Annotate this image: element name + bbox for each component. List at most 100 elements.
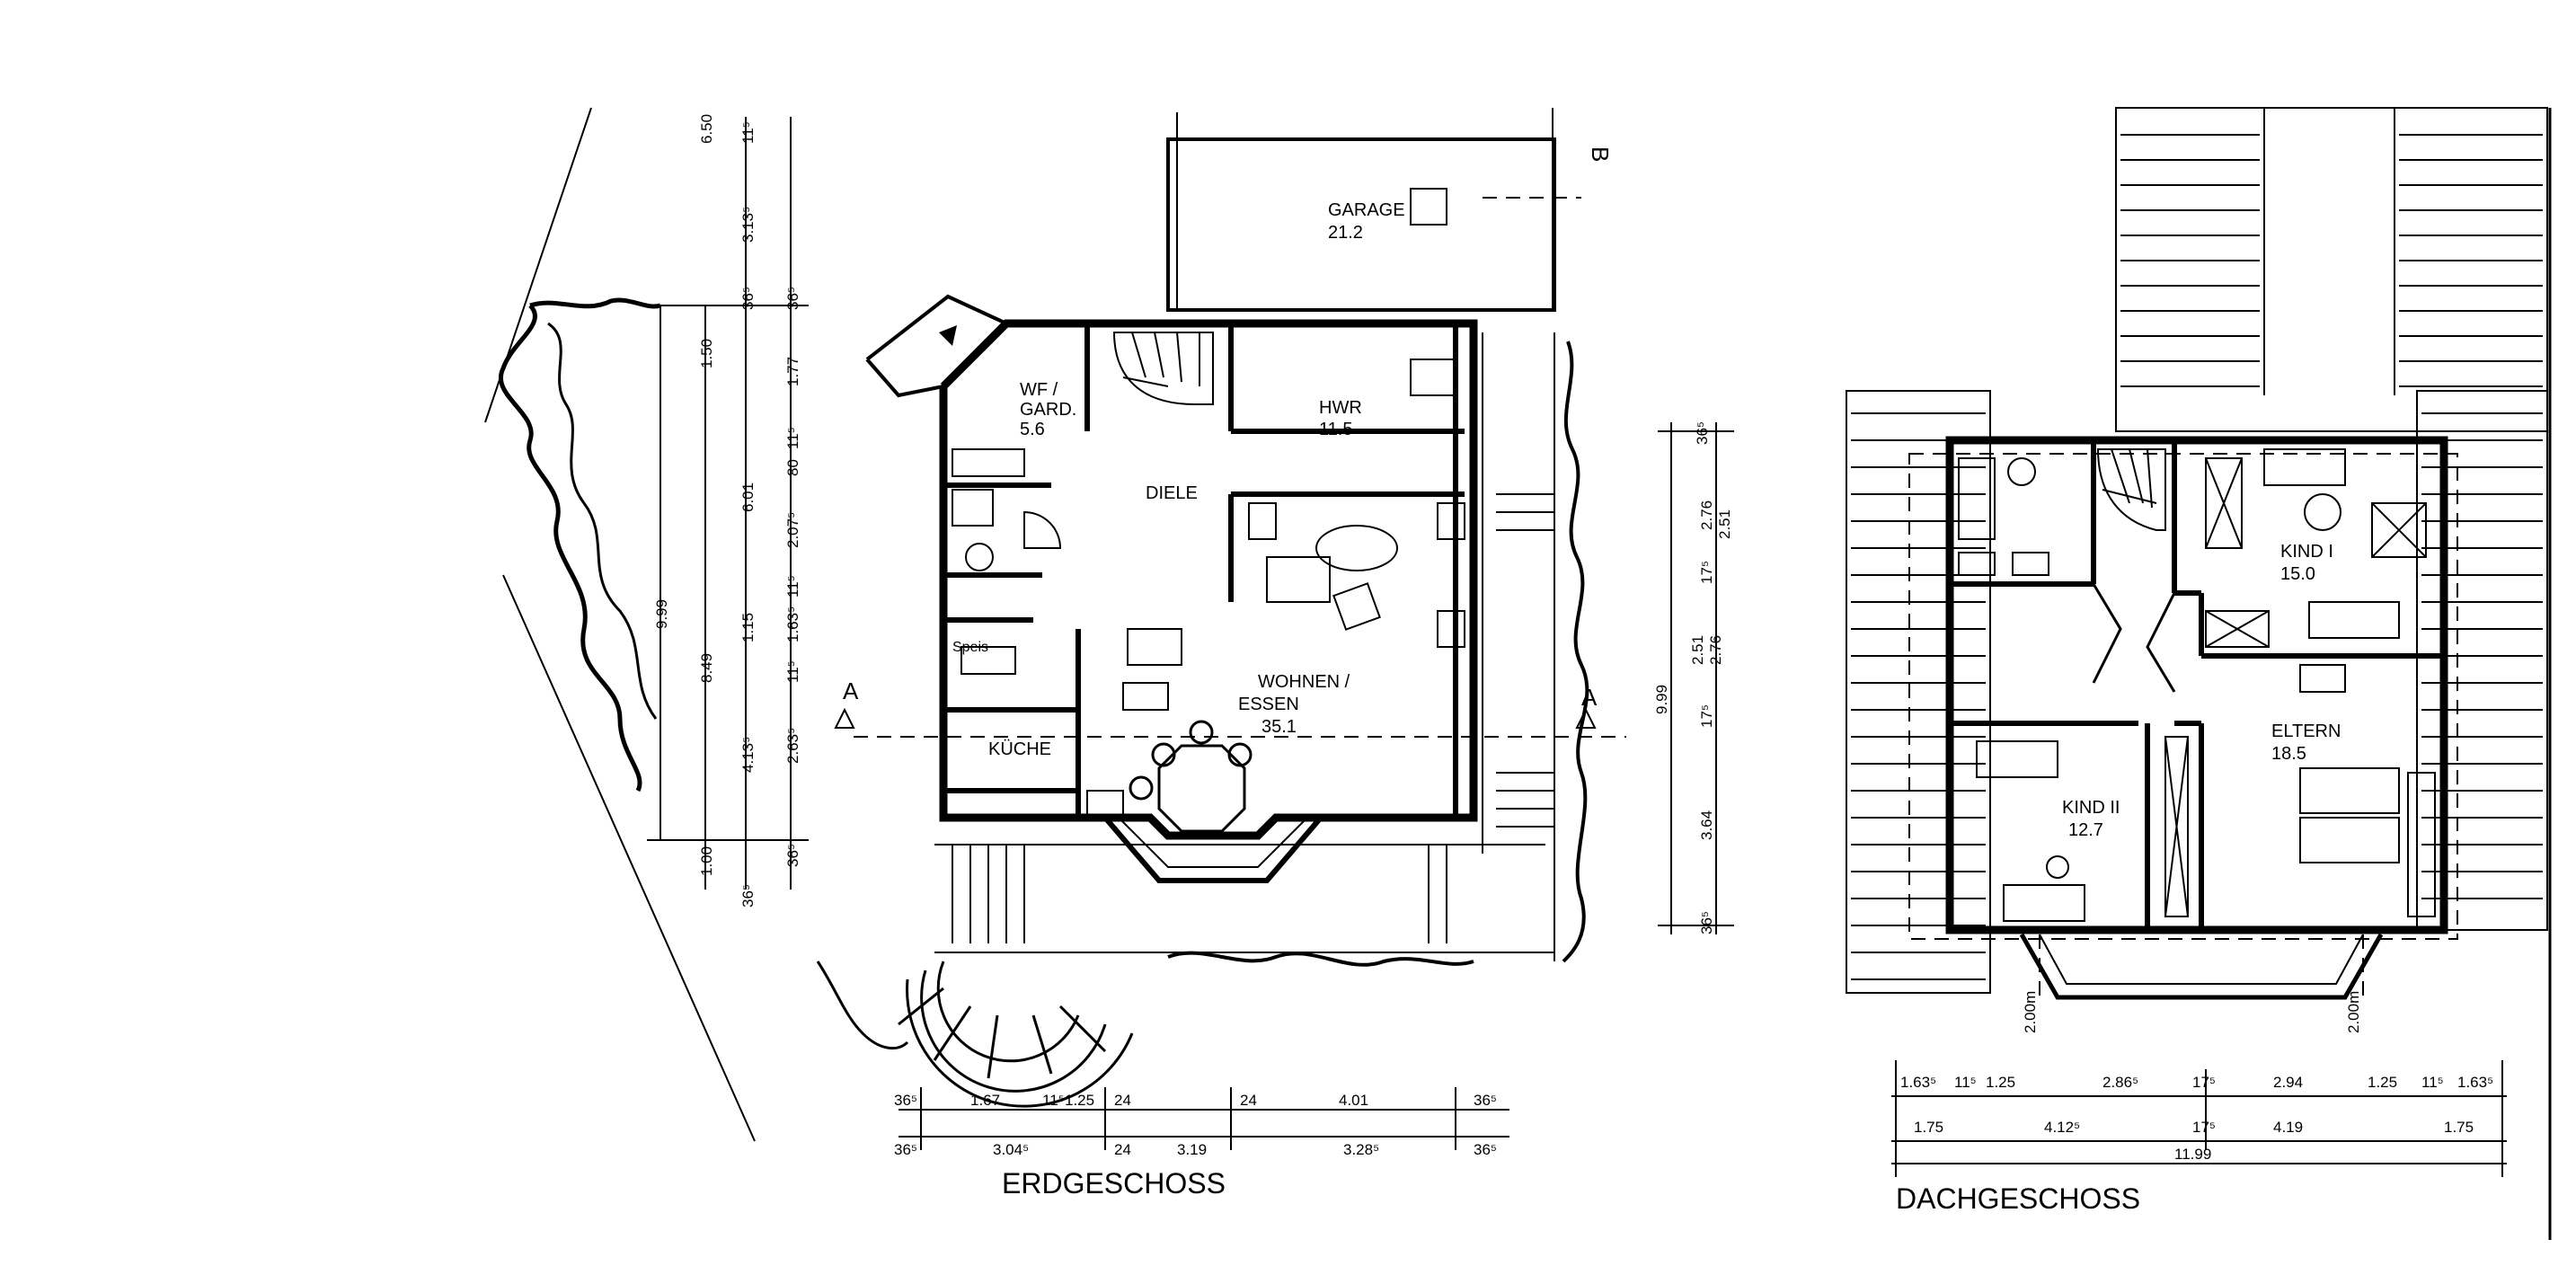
garage-outline — [1166, 137, 1556, 312]
room-kind1-name: KIND I — [2280, 542, 2333, 562]
room-wf-gard-label: WF / — [1020, 380, 1058, 400]
entrance-arrow-icon — [939, 325, 957, 346]
dim-label: 4.13⁵ — [739, 737, 757, 773]
dim-label: 36⁵ — [739, 287, 757, 310]
dim-label: 1.25 — [2368, 1074, 2397, 1091]
dim-label: 1.25 — [1986, 1074, 2015, 1091]
dim-label: 1.75 — [2444, 1119, 2474, 1136]
dim-label: 36⁵ — [1474, 1092, 1497, 1109]
room-wohnen-label: ESSEN — [1238, 695, 1299, 714]
room-kind1-area: 15.0 — [2280, 564, 2315, 584]
dim-label: 9.99 — [653, 599, 670, 629]
room-hwr-area: 11.5 — [1319, 420, 1352, 439]
attic-dormer-inner — [2039, 934, 2364, 985]
property-line — [502, 574, 756, 1142]
attic-floor-title: DACHGESCHOSS — [1896, 1182, 2140, 1215]
dim-label: 4.01 — [1339, 1092, 1368, 1109]
attic-staircase — [2096, 448, 2166, 531]
attic-hall-diagonals — [2092, 583, 2176, 693]
dim-label: 11⁵ — [784, 660, 801, 683]
entrance-steps — [898, 961, 1134, 1108]
dim-label: 11⁵ — [1954, 1074, 1977, 1091]
dim-label: 4.19 — [2273, 1119, 2303, 1136]
dim-label: 4.12⁵ — [2044, 1119, 2080, 1136]
dim-label: 3.28⁵ — [1343, 1141, 1379, 1158]
fixtures — [952, 188, 1465, 819]
dim-label: 1.63⁵ — [784, 606, 801, 642]
dim-label: 3.13⁵ — [739, 207, 757, 243]
right-dimension-lines — [1658, 422, 1734, 934]
dim-label: 11⁵ — [784, 575, 801, 598]
roof-top-lines — [2120, 134, 2543, 387]
dim-label: 3.19 — [1177, 1141, 1207, 1158]
hedge-right — [1562, 341, 1589, 963]
dim-label: 2.86⁵ — [2102, 1074, 2138, 1091]
dim-label: 2.00m — [2345, 991, 2362, 1033]
left-dimension-lines — [647, 117, 809, 890]
attic-floor-plan: 1.63⁵ 11⁵ 1.25 2.86⁵ 17⁵ 2.94 1.25 11⁵ 1… — [1846, 107, 2548, 1215]
dim-label: 1.67 — [970, 1092, 1000, 1109]
dim-label: 1.75 — [1914, 1119, 1943, 1136]
planting-bottom-left — [816, 961, 909, 1050]
dim-label: 1.77 — [784, 357, 801, 386]
section-mark-a-left-icon — [834, 707, 855, 729]
dim-label: 17⁵ — [2192, 1119, 2216, 1136]
dim-label: 17⁵ — [1698, 561, 1715, 584]
staircase — [1112, 332, 1214, 405]
roof-right — [2416, 390, 2548, 931]
dim-label: 36⁵ — [894, 1141, 917, 1158]
dim-label: 3.04⁵ — [993, 1141, 1029, 1158]
dim-label: 2.76 — [1707, 635, 1724, 665]
dim-label: 36⁵ — [894, 1092, 917, 1109]
roof-left — [1846, 390, 1991, 994]
section-label-a-left: A — [843, 677, 859, 704]
dim-label: 1.25 — [1065, 1092, 1094, 1109]
dim-label: 36⁵ — [1474, 1141, 1497, 1158]
dim-label: 36⁵ — [739, 884, 757, 907]
dim-label: 11⁵ — [2421, 1074, 2444, 1091]
dim-label: 1.63⁵ — [1900, 1074, 1936, 1091]
dim-label: 36⁵ — [1694, 421, 1711, 445]
room-hwr-name: HWR — [1319, 398, 1362, 418]
bottom-dimension-lines — [899, 1087, 1509, 1150]
section-mark-a-right-icon — [1575, 707, 1597, 729]
room-diele: DIELE — [1146, 483, 1198, 503]
room-wf-gard-area: 5.6 — [1020, 420, 1045, 439]
room-garage-area: 21.2 — [1328, 223, 1363, 243]
hedge-left — [499, 297, 661, 792]
dim-label: 17⁵ — [1698, 704, 1715, 728]
section-label-a-right: A — [1581, 684, 1598, 711]
dim-label: 36⁵ — [1698, 911, 1715, 934]
ground-floor-plan: 6.50 11⁵ 3.13⁵ 36⁵ 36⁵ 1.50 1.77 11⁵ 80 … — [484, 107, 1734, 1200]
dim-label: 1.50 — [698, 339, 715, 368]
dim-label: 11⁵ — [1042, 1092, 1065, 1109]
dim-label: 2.63⁵ — [784, 728, 801, 764]
room-kind2-area: 12.7 — [2068, 820, 2103, 840]
dim-label: 2.94 — [2273, 1074, 2303, 1091]
dim-label: 11.99 — [2174, 1146, 2211, 1163]
dim-label: 2.51 — [1689, 635, 1706, 665]
attic-interior-walls — [1950, 440, 2444, 930]
terrace-right — [1482, 332, 1555, 961]
roof-top — [2115, 107, 2548, 432]
dim-label: 2.07⁵ — [784, 512, 801, 548]
room-wohnen-label: WOHNEN / — [1258, 672, 1350, 692]
door-swing — [1023, 510, 1062, 549]
dim-label: 2.76 — [1698, 500, 1715, 530]
terrace-bottom — [934, 844, 1554, 953]
entry-diagonal — [865, 294, 1007, 398]
dim-label: 36⁵ — [784, 844, 801, 867]
dim-label: 8.49 — [698, 653, 715, 683]
ground-interior-walls — [943, 323, 1465, 818]
dim-label: 11⁵ — [739, 121, 757, 144]
dim-label: 17⁵ — [2192, 1074, 2216, 1091]
dim-label: 24 — [1114, 1141, 1131, 1158]
dim-label: 1.63⁵ — [2457, 1074, 2493, 1091]
hedge-left-inner — [547, 322, 658, 720]
dim-label: 24 — [1114, 1092, 1131, 1109]
room-wohnen-area: 35.1 — [1261, 717, 1297, 737]
dim-label: 6.01 — [739, 482, 757, 512]
dim-label: 24 — [1240, 1092, 1257, 1109]
dim-label: 9.99 — [1653, 685, 1670, 714]
attic-height-lines — [2039, 934, 2364, 997]
